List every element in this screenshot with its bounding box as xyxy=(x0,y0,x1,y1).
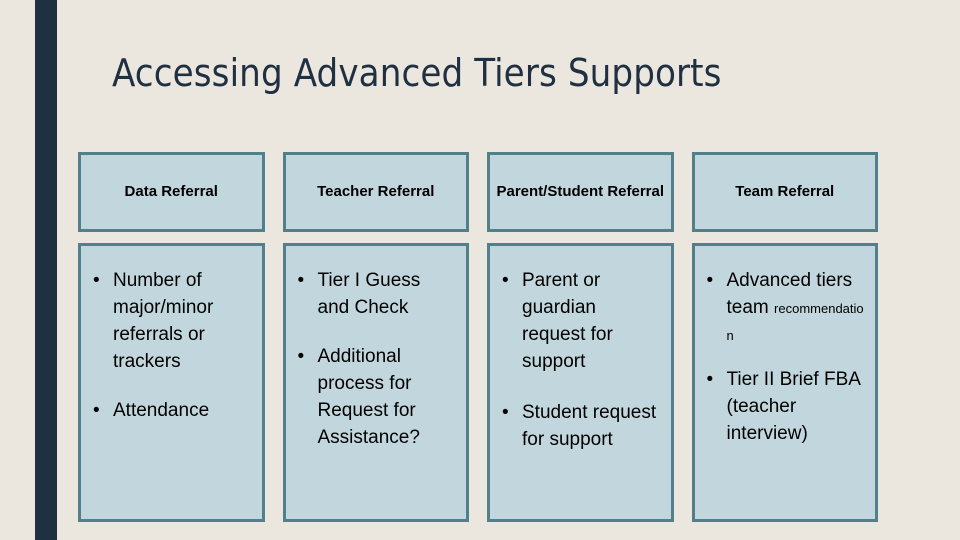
list-item-text: Student request for support xyxy=(522,401,657,450)
table-header-cell-data-referral: Data Referral xyxy=(78,152,265,232)
bullet-icon: • xyxy=(706,270,714,291)
list-item: • Student request for support xyxy=(500,400,661,454)
bullet-icon: • xyxy=(93,399,100,421)
table-header-cell-team-referral: Team Referral xyxy=(691,152,878,232)
table-body-cell-data-referral: • Number of major/minor referrals or tra… xyxy=(78,243,265,522)
referral-pathways-table: Data Referral Teacher Referral Parent/St… xyxy=(78,152,878,522)
bullet-icon: • xyxy=(502,401,509,423)
list-item: • Attendance xyxy=(91,398,252,425)
header-label: Data Referral xyxy=(124,182,218,200)
list-item: • Parent or guardian request for support xyxy=(500,268,661,376)
table-body-cell-parent-student-referral: • Parent or guardian request for support… xyxy=(487,243,674,522)
bullet-list: • Number of major/minor referrals or tra… xyxy=(91,268,252,425)
bullet-icon: • xyxy=(502,270,509,291)
bullet-icon: • xyxy=(706,368,714,390)
table-body-row: • Number of major/minor referrals or tra… xyxy=(78,243,878,522)
bullet-list: • Advanced tiers team recommendation • T… xyxy=(705,268,866,448)
decorative-accent-bar xyxy=(35,0,57,540)
list-item-text: Number of major/minor referrals or track… xyxy=(113,270,214,372)
table-body-cell-team-referral: • Advanced tiers team recommendation • T… xyxy=(691,243,878,522)
list-item-text: Parent or guardian request for support xyxy=(522,270,613,372)
bullet-icon: • xyxy=(297,345,305,367)
list-item: • Tier I Guess and Check xyxy=(296,268,457,322)
list-item-text: Additional process for Request for Assis… xyxy=(317,345,420,448)
table-header-cell-teacher-referral: Teacher Referral xyxy=(282,152,469,232)
list-item-text: Advanced tiers team xyxy=(726,270,853,318)
list-item: • Advanced tiers team recommendation xyxy=(705,268,866,349)
header-label: Teacher Referral xyxy=(317,182,435,200)
slide-title: Accessing Advanced Tiers Supports xyxy=(112,51,722,95)
table-header-cell-parent-student-referral: Parent/Student Referral xyxy=(487,152,674,232)
list-item-text: Tier I Guess and Check xyxy=(317,270,421,318)
list-item: • Tier II Brief FBA (teacher interview) xyxy=(705,367,866,448)
table-header-row: Data Referral Teacher Referral Parent/St… xyxy=(78,152,878,232)
table-body-cell-teacher-referral: • Tier I Guess and Check • Additional pr… xyxy=(282,243,469,522)
list-item: • Number of major/minor referrals or tra… xyxy=(91,268,252,376)
bullet-icon: • xyxy=(93,270,100,291)
bullet-list: • Parent or guardian request for support… xyxy=(500,268,661,454)
header-label: Team Referral xyxy=(735,182,835,200)
bullet-icon: • xyxy=(297,270,305,291)
list-item: • Additional process for Request for Ass… xyxy=(296,344,457,452)
list-item-text: Tier II Brief FBA (teacher interview) xyxy=(726,368,860,444)
list-item-text-small: recommendation xyxy=(726,300,864,343)
header-label: Parent/Student Referral xyxy=(496,182,665,200)
bullet-list: • Tier I Guess and Check • Additional pr… xyxy=(296,268,457,452)
list-item-text: Attendance xyxy=(113,399,210,421)
